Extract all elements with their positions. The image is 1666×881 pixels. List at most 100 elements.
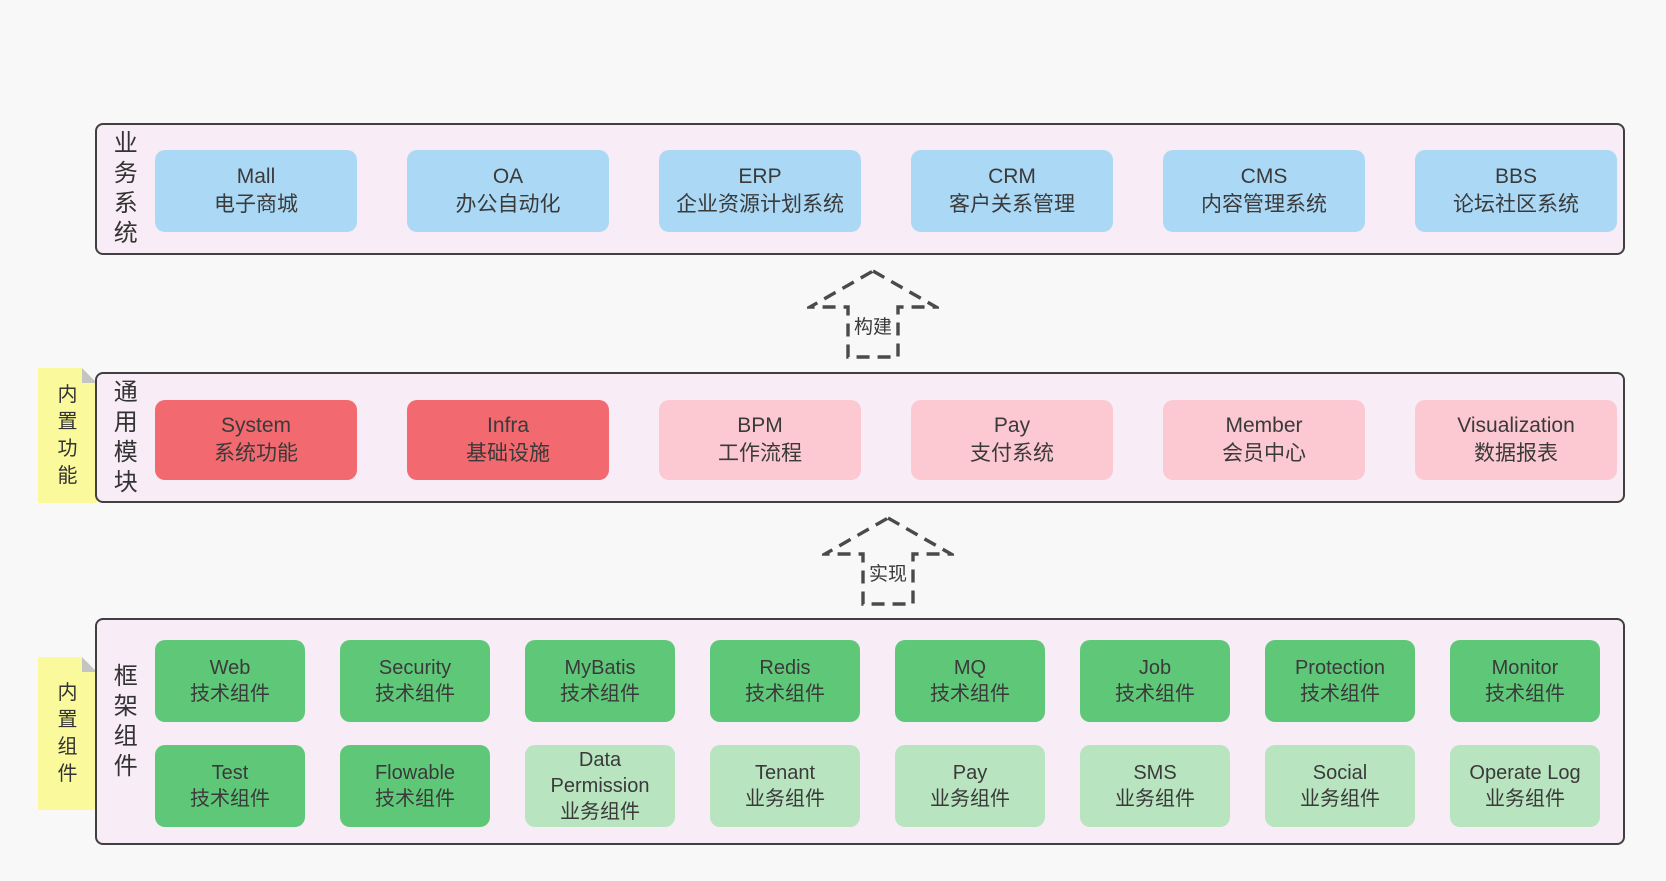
module-name-en: Pay xyxy=(993,414,1031,438)
module-name-en: Pay xyxy=(952,762,988,784)
module-name-zh: 技术组件 xyxy=(1115,683,1195,705)
module-box-monitor: Monitor 技术组件 xyxy=(1450,640,1600,722)
layer-business-systems: 业务系统 Mall 电子商城 OA 办公自动化 ERP 企业资源计划系统 CRM 客户关系管理… xyxy=(95,123,1625,255)
module-box-data-permission: Data Permission 业务组件 xyxy=(525,745,675,827)
build-arrow-label: 构建 xyxy=(850,312,896,339)
module-box-mall: Mall 电子商城 xyxy=(155,150,357,232)
module-name-zh: 技术组件 xyxy=(375,683,455,705)
module-name-zh: 企业资源计划系统 xyxy=(676,193,844,216)
module-name-en: Infra xyxy=(486,414,530,438)
module-name-zh: 客户关系管理 xyxy=(949,193,1075,216)
module-name-en: Security xyxy=(378,657,452,679)
module-box-security: Security 技术组件 xyxy=(340,640,490,722)
module-name-zh: 数据报表 xyxy=(1474,442,1558,465)
module-box-infra: Infra 基础设施 xyxy=(407,400,609,480)
business-systems-box-grid: Mall 电子商城 OA 办公自动化 ERP 企业资源计划系统 CRM 客户关系管理 CMS 内容… xyxy=(155,125,1623,232)
module-name-en: Operate Log xyxy=(1469,762,1581,784)
module-name-en: Tenant xyxy=(754,762,816,784)
builtin-features-note: 内置功能 xyxy=(38,368,97,503)
box-row: Mall 电子商城 OA 办公自动化 ERP 企业资源计划系统 CRM 客户关系管理 CMS 内容… xyxy=(155,150,1623,232)
module-box-redis: Redis 技术组件 xyxy=(710,640,860,722)
module-name-en: MyBatis xyxy=(564,657,636,679)
layer-common-modules-label: 通用模块 xyxy=(113,378,138,496)
module-box-social: Social 业务组件 xyxy=(1265,745,1415,827)
module-box-bpm: BPM 工作流程 xyxy=(659,400,861,480)
module-name-zh: 系统功能 xyxy=(214,442,298,465)
module-box-pay: Pay 业务组件 xyxy=(895,745,1045,827)
module-box-operate-log: Operate Log 业务组件 xyxy=(1450,745,1600,827)
module-name-en: SMS xyxy=(1133,762,1177,784)
module-name-en: MQ xyxy=(953,657,987,679)
module-name-zh: 技术组件 xyxy=(1485,683,1565,705)
module-box-protection: Protection 技术组件 xyxy=(1265,640,1415,722)
module-name-en: Monitor xyxy=(1491,657,1559,679)
module-name-zh: 业务组件 xyxy=(1300,788,1380,810)
module-box-oa: OA 办公自动化 xyxy=(407,150,609,232)
layer-framework-components-label: 框架组件 xyxy=(113,663,138,780)
build-arrow: 构建 xyxy=(807,268,939,360)
module-name-en: Test xyxy=(211,762,249,784)
module-name-en: Visualization xyxy=(1457,414,1575,438)
module-name-en: CMS xyxy=(1240,165,1288,189)
module-name-zh: 技术组件 xyxy=(190,788,270,810)
module-name-en: Mall xyxy=(236,165,276,189)
module-box-flowable: Flowable 技术组件 xyxy=(340,745,490,827)
module-box-member: Member 会员中心 xyxy=(1163,400,1365,480)
module-box-visualization: Visualization 数据报表 xyxy=(1415,400,1617,480)
module-name-zh: 办公自动化 xyxy=(455,193,561,216)
module-name-en: OA xyxy=(492,165,524,189)
module-name-zh: 论坛社区系统 xyxy=(1453,193,1579,216)
module-name-zh: 会员中心 xyxy=(1222,442,1306,465)
module-name-zh: 业务组件 xyxy=(560,801,640,823)
builtin-features-note-text: 内置功能 xyxy=(57,383,78,487)
module-name-zh: 业务组件 xyxy=(1115,788,1195,810)
builtin-components-note: 内置组件 xyxy=(38,657,97,810)
module-name-en: Member xyxy=(1225,414,1303,438)
module-name-zh: 技术组件 xyxy=(375,788,455,810)
module-name-en: Social xyxy=(1312,762,1368,784)
module-box-test: Test 技术组件 xyxy=(155,745,305,827)
module-name-zh: 基础设施 xyxy=(466,442,550,465)
module-box-web: Web 技术组件 xyxy=(155,640,305,722)
module-name-zh: 技术组件 xyxy=(1300,683,1380,705)
module-name-zh: 技术组件 xyxy=(190,683,270,705)
module-box-sms: SMS 业务组件 xyxy=(1080,745,1230,827)
module-name-zh: 内容管理系统 xyxy=(1201,193,1327,216)
module-name-en: Redis xyxy=(759,657,811,679)
module-name-zh: 业务组件 xyxy=(1485,788,1565,810)
module-name-en: Protection xyxy=(1294,657,1386,679)
module-name-zh: 工作流程 xyxy=(718,442,802,465)
module-name-zh: 技术组件 xyxy=(930,683,1010,705)
layer-business-systems-label: 业务系统 xyxy=(113,130,138,247)
module-name-zh: 技术组件 xyxy=(745,683,825,705)
module-name-en: Flowable xyxy=(374,762,456,784)
module-name-en: CRM xyxy=(988,165,1036,189)
module-name-en: ERP xyxy=(738,165,782,189)
module-name-zh: 业务组件 xyxy=(930,788,1010,810)
module-name-en: Web xyxy=(209,657,251,679)
module-name-zh: 业务组件 xyxy=(745,788,825,810)
module-box-pay: Pay 支付系统 xyxy=(911,400,1113,480)
module-name-en: Data Permission xyxy=(550,749,650,797)
module-name-en: BBS xyxy=(1494,165,1538,189)
module-name-zh: 支付系统 xyxy=(970,442,1054,465)
module-name-en: Job xyxy=(1138,657,1172,679)
module-name-zh: 电子商城 xyxy=(214,193,298,216)
builtin-components-note-text: 内置组件 xyxy=(57,681,78,785)
module-box-tenant: Tenant 业务组件 xyxy=(710,745,860,827)
module-box-cms: CMS 内容管理系统 xyxy=(1163,150,1365,232)
module-name-en: BPM xyxy=(737,414,783,438)
module-box-bbs: BBS 论坛社区系统 xyxy=(1415,150,1617,232)
implement-arrow: 实现 xyxy=(822,515,954,607)
module-box-mq: MQ 技术组件 xyxy=(895,640,1045,722)
